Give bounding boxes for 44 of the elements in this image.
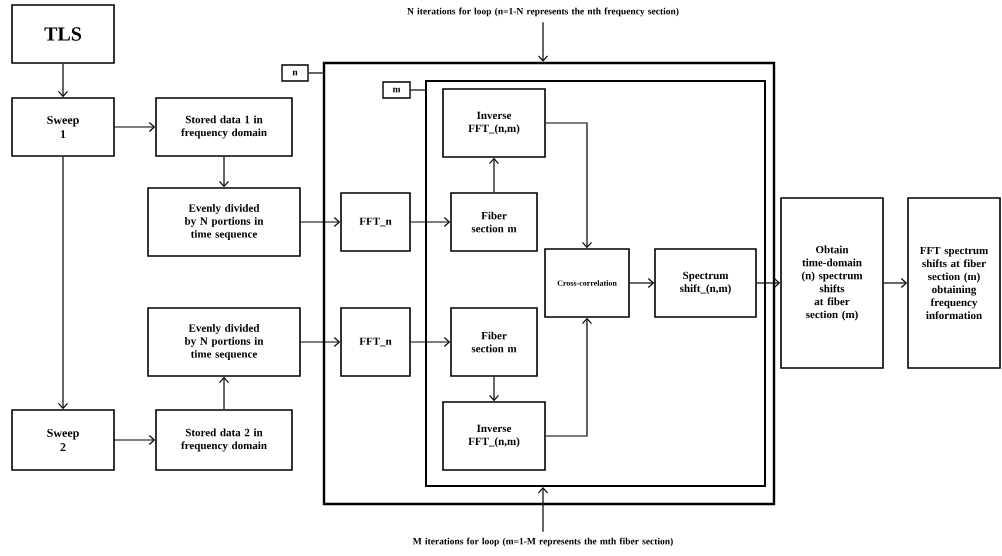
arrow (545, 317, 593, 437)
loop-label: M iterations for loop (m=1-M represents the mth fiber section) (412, 537, 673, 547)
arrow (410, 336, 451, 348)
arrow (57, 63, 69, 98)
arrow (629, 277, 655, 289)
arrow (410, 216, 451, 228)
arrow (883, 277, 908, 289)
loop-label: N iterations for loop (n=1-N represents the nth frequency section) (407, 7, 679, 17)
arrow (545, 122, 593, 249)
arrow (300, 216, 341, 228)
process-box: Stored data 1 in frequency domain (155, 97, 293, 157)
process-box: Inverse FFT_(n,m) (442, 401, 546, 471)
arrow (756, 277, 781, 289)
arrow (218, 376, 230, 410)
process-box: TLS (11, 4, 115, 64)
loop-frame (322, 61, 776, 506)
arrow (114, 434, 156, 446)
process-box: Sweep 1 (11, 97, 115, 157)
arrow (114, 121, 156, 133)
arrow (488, 376, 500, 402)
loop-tag: m (382, 81, 411, 99)
process-box: Fiber section m (450, 307, 538, 377)
arrow (218, 156, 230, 188)
process-box: Sweep 2 (11, 409, 115, 471)
arrow (537, 21, 549, 62)
process-box: FFT_n (340, 307, 411, 377)
arrow (488, 157, 500, 193)
connector-line (308, 72, 324, 74)
process-box: FFT spectrum shifts at fiber section (m) obtaining frequency information (907, 197, 1001, 369)
loop-frame (425, 80, 766, 487)
loop-tag: n (281, 64, 309, 82)
process-box: FFT_n (340, 192, 411, 252)
process-box: Fiber section m (450, 192, 538, 252)
process-box: Evenly divided by N portions in time sequence (147, 307, 301, 377)
process-box: Evenly divided by N portions in time sequence (147, 187, 301, 257)
process-box: Spectrum shift_(n,m) (654, 248, 757, 318)
arrow (300, 336, 341, 348)
process-box: Cross-correlation (544, 248, 630, 318)
arrow (537, 487, 549, 533)
connector-line (410, 89, 426, 91)
process-box: Stored data 2 in frequency domain (155, 409, 293, 471)
process-box: Obtain time-domain (n) spectrum shifts at fiber section (m) (780, 197, 884, 369)
arrow (57, 156, 69, 410)
process-box: Inverse FFT_(n,m) (442, 88, 546, 158)
